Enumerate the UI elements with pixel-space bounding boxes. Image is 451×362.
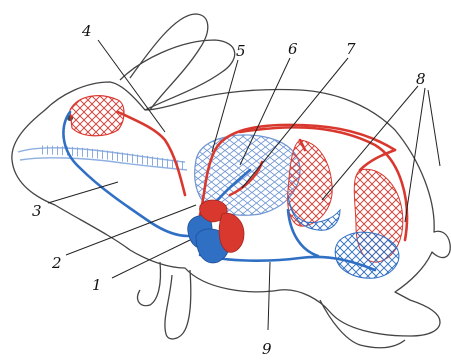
leader-8c: [428, 90, 440, 166]
label-7: 7: [346, 40, 356, 58]
intestine-band: [18, 148, 187, 170]
label-9: 9: [262, 340, 272, 358]
label-1: 1: [92, 276, 102, 294]
label-4: 4: [81, 22, 92, 40]
front-leg: [165, 270, 191, 339]
head-capillary-net: [70, 96, 124, 136]
label-5: 5: [236, 42, 246, 60]
leader-2: [66, 205, 196, 255]
ear-front: [120, 40, 235, 110]
left-ventricle: [219, 213, 244, 252]
leader-8b: [405, 88, 425, 222]
hind-leg: [320, 300, 405, 348]
label-2: 2: [51, 254, 62, 272]
leader-9: [268, 262, 270, 330]
label-6: 6: [288, 40, 298, 58]
front-leg-2: [138, 262, 161, 306]
label-8: 8: [416, 70, 426, 88]
ear-back: [130, 14, 208, 110]
label-3: 3: [32, 202, 42, 220]
